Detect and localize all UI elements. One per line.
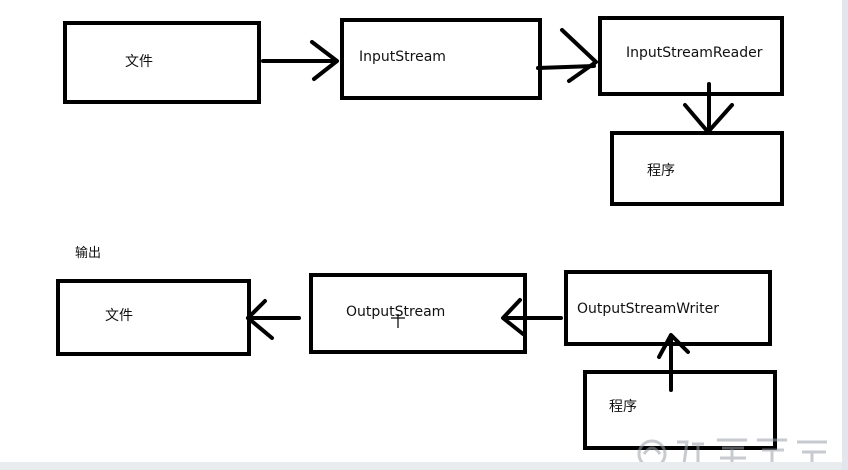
arrow-program-to-writer	[657, 333, 690, 392]
input-stream-box	[340, 18, 542, 100]
program-box-input	[610, 131, 784, 206]
program-label-input: 程序	[647, 163, 675, 179]
arrow-inputstream-to-reader	[536, 28, 598, 83]
input-stream-reader-box	[598, 16, 784, 96]
file-label-input: 文件	[125, 54, 153, 70]
program-box-output	[583, 370, 777, 450]
file-label-output: 文件	[105, 308, 133, 324]
arrow-reader-to-program	[683, 82, 734, 134]
bottom-strip	[0, 462, 842, 470]
program-label-output: 程序	[609, 399, 637, 415]
file-box-input	[63, 21, 261, 104]
arrow-file-to-inputstream	[261, 40, 339, 81]
output-stream-label: OutputStream	[346, 304, 446, 320]
arrow-outputstream-to-file	[246, 299, 301, 340]
arrow-writer-to-outputstream	[501, 298, 563, 336]
input-stream-reader-label: InputStreamReader	[626, 45, 763, 61]
cursor-crosshair-icon	[391, 314, 405, 328]
input-stream-label: InputStream	[359, 49, 446, 65]
output-stream-box	[309, 273, 527, 354]
output-stream-writer-box	[564, 270, 772, 346]
output-stream-writer-label: OutputStreamWriter	[577, 301, 720, 317]
output-section-label: 输出	[75, 246, 102, 261]
file-box-output	[56, 279, 251, 356]
